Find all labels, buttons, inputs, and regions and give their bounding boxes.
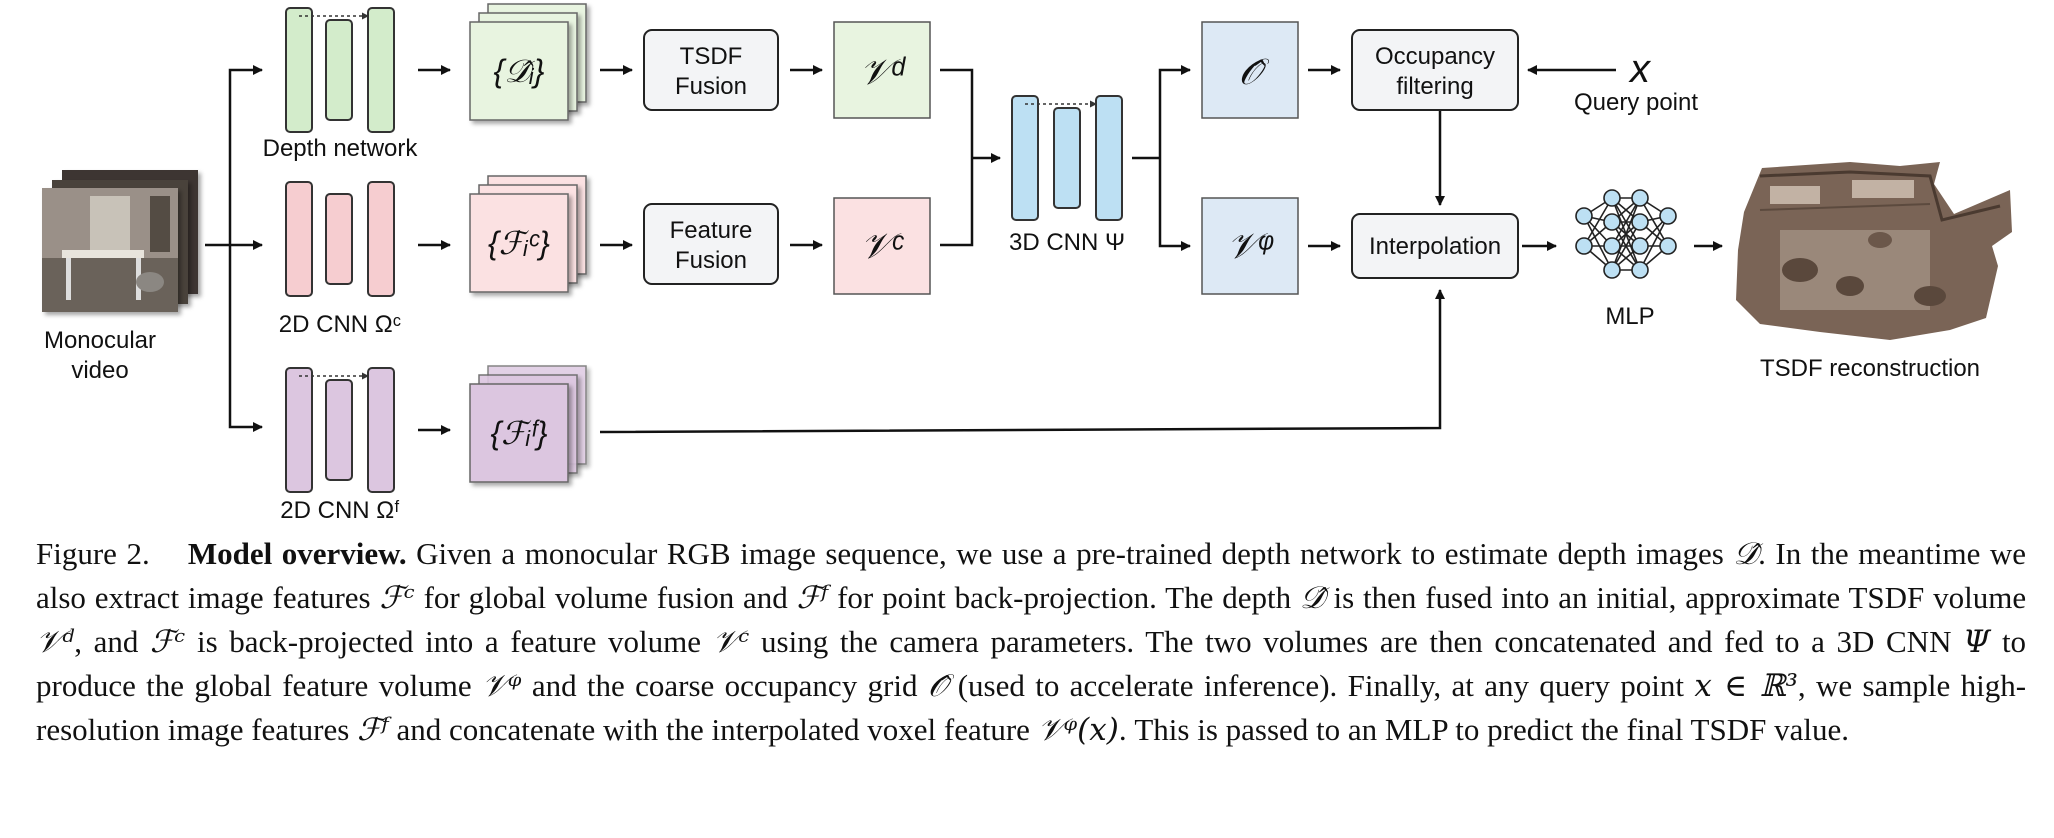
mlp-edge (1639, 215, 1669, 271)
cnn-omega-c-label: 2D CNN Ωᶜ (279, 311, 401, 338)
stack-to-fusion-arrows (599, 65, 1445, 434)
occupancy-filtering-line1: Occupancy (1375, 43, 1495, 70)
cnn-omega-f-label: 2D CNN Ωᶠ (280, 497, 399, 524)
caption-math: Ψ (1963, 624, 1991, 660)
tsdf-fusion-line1: TSDF (680, 43, 743, 70)
query-symbol: x (1628, 47, 1652, 91)
mlp-node (1575, 237, 1593, 255)
mlp-node (1603, 189, 1621, 207)
interpolation-box (1351, 213, 1519, 279)
mlp-edge (1611, 197, 1641, 271)
3dcnn-output-arrows (1132, 65, 1191, 251)
tsdf-fusion-box (643, 29, 779, 111)
figure-number: Figure 2. (36, 536, 150, 571)
feature-f-label: {ℱᵢᶠ} (490, 415, 547, 451)
volume-vpsi-box (1201, 197, 1299, 295)
mlp-edge (1583, 215, 1613, 271)
caption-text: for point back-projection. The depth (837, 580, 1292, 615)
volume-vpsi-label: 𝒱ᵠ (1227, 225, 1274, 266)
monocular-video-frames (42, 170, 198, 312)
tsdf-fusion-line2: Fusion (675, 73, 747, 100)
input-branch-arrows (205, 65, 263, 432)
cnn-omega-f-block (285, 367, 395, 493)
tsdf-reconstruction-mesh (1736, 162, 2012, 340)
volumes-to-3dcnn-arrow (940, 68, 1001, 247)
depth-maps-label: {𝒟̂ᵢ} (494, 53, 545, 89)
feature-f-stack (469, 365, 587, 483)
caption-text: (used to accelerate inference). Finally,… (957, 668, 1685, 703)
caption-text: for global volume fusion and (423, 580, 788, 615)
cnn-to-feature-arrows (418, 65, 451, 435)
caption-math: ℱᶜ (379, 580, 415, 616)
volume-vd-label: 𝒱ᵈ (860, 51, 907, 92)
mlp-edge (1639, 197, 1669, 247)
caption-text: and the coarse occupancy grid (531, 668, 918, 703)
caption-math: 𝒱ᶜ (712, 624, 750, 660)
caption-math: x ∈ ℝ³ (1694, 668, 1798, 704)
caption-text: and concatenate with the interpolated vo… (396, 712, 1030, 747)
input-label-line2: video (71, 357, 128, 384)
occupancy-filtering-line2: filtering (1396, 73, 1473, 100)
caption-text: , and (74, 624, 139, 659)
interpolation-label: Interpolation (1369, 233, 1501, 260)
occupancy-grid-box (1201, 21, 1299, 119)
input-label-line1: Monocular (44, 327, 156, 354)
mlp-node (1631, 261, 1649, 279)
mlp-node (1603, 237, 1621, 255)
caption-text: . In the meantime we also extract image … (36, 536, 2027, 615)
mlp-edge (1611, 197, 1641, 247)
occupancy-filtering-box (1351, 29, 1519, 111)
fusion-to-volume-arrows (790, 65, 823, 250)
caption-text: . This is passed to an MLP to predict th… (1118, 712, 1849, 747)
caption-math: ℱᶠ (796, 580, 829, 616)
caption-text: to produce the global feature volume (36, 624, 2027, 703)
figure-title: Model overview. (187, 536, 407, 571)
depth-network-label: Depth network (263, 135, 419, 162)
mlp-node (1659, 237, 1677, 255)
feature-fusion-line1: Feature (670, 217, 753, 244)
mlp-network (1575, 189, 1677, 279)
caption-math: 𝒟̂ (1733, 536, 1759, 572)
mlp-edge (1583, 197, 1613, 247)
query-point-label: Query point (1574, 89, 1698, 116)
cnn-3d-label: 3D CNN Ψ (1009, 229, 1125, 256)
caption-math: ℱᶜ (150, 624, 186, 660)
caption-text: , we sample high-resolution image featur… (36, 668, 2027, 747)
caption-math: 𝒱ᵠ(x) (1037, 712, 1119, 748)
caption-text: is back-projected into a feature volume (196, 624, 701, 659)
feature-fusion-line2: Fusion (675, 247, 747, 274)
output-label: TSDF reconstruction (1760, 355, 1980, 382)
mlp-node (1575, 207, 1593, 225)
depth-network-block (285, 7, 395, 133)
feature-c-stack (469, 175, 587, 293)
cnn-omega-c-block (285, 181, 395, 297)
caption-math: 𝒱ᵠ (481, 668, 522, 704)
cnn-3d-block (1011, 95, 1123, 221)
volume-vc-label: 𝒱ᶜ (861, 225, 905, 266)
caption-math: 𝒱ᵈ (36, 624, 75, 660)
mlp-node (1631, 237, 1649, 255)
feature-fusion-box (643, 203, 779, 285)
volume-vd-box (833, 21, 931, 119)
depth-maps-stack (469, 3, 587, 121)
caption-math: 𝒟̂ (1299, 580, 1325, 616)
caption-text: is then fused into an initial, approxima… (1333, 580, 2027, 615)
caption-text: Given a monocular RGB image sequence, we… (416, 536, 1724, 571)
caption-text: using the camera parameters. The two vol… (761, 624, 1952, 659)
mlp-node (1603, 261, 1621, 279)
volume-to-module-arrows (1308, 65, 1723, 251)
mlp-node (1631, 189, 1649, 207)
caption-math: 𝒪̂ (927, 668, 948, 704)
figure-caption: Figure 2. Model overview. Given a monocu… (36, 532, 2026, 752)
caption-math: ℱᶠ (357, 712, 389, 748)
mlp-label: MLP (1605, 303, 1654, 330)
mlp-node (1631, 213, 1649, 231)
feature-c-label: {ℱᵢᶜ} (488, 225, 550, 261)
mlp-node (1603, 213, 1621, 231)
mlp-edge (1611, 221, 1641, 271)
volume-vc-box (833, 197, 931, 295)
model-overview-diagram: Monocular video Depth network 2D CNN Ωᶜ … (42, 3, 2012, 524)
mlp-node (1659, 207, 1677, 225)
